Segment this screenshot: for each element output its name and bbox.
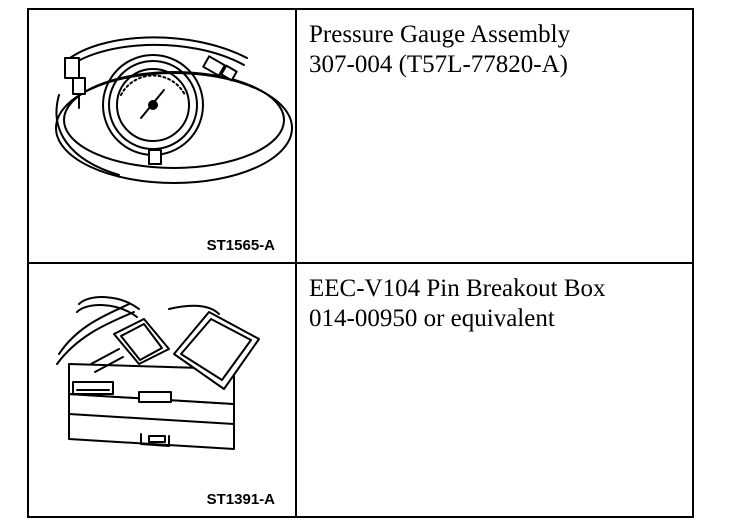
row-divider (29, 262, 692, 264)
breakout-box-icon (56, 296, 260, 450)
illustration-id: ST1391-A (206, 491, 275, 508)
tool-illustration-cell: ST1391-A (29, 264, 295, 516)
special-tools-table: ST1565-A Pressure Gauge Assembly 307-004… (27, 8, 694, 518)
tool-description-cell: EEC-V104 Pin Breakout Box 014-00950 or e… (297, 264, 692, 516)
pressure-gauge-icon (55, 36, 293, 184)
tool-name: EEC-V104 Pin Breakout Box (309, 275, 606, 302)
tool-description: Pressure Gauge Assembly 307-004 (T57L-77… (309, 20, 570, 80)
tool-illustration-cell: ST1565-A (29, 10, 295, 262)
tool-description-cell: Pressure Gauge Assembly 307-004 (T57L-77… (297, 10, 692, 262)
tool-description: EEC-V104 Pin Breakout Box 014-00950 or e… (309, 274, 606, 334)
tool-name: Pressure Gauge Assembly (309, 21, 571, 48)
illustration-id: ST1565-A (206, 237, 275, 254)
tool-number: 307-004 (T57L-77820-A) (309, 51, 568, 78)
tool-number: 014-00950 or equivalent (309, 305, 555, 332)
